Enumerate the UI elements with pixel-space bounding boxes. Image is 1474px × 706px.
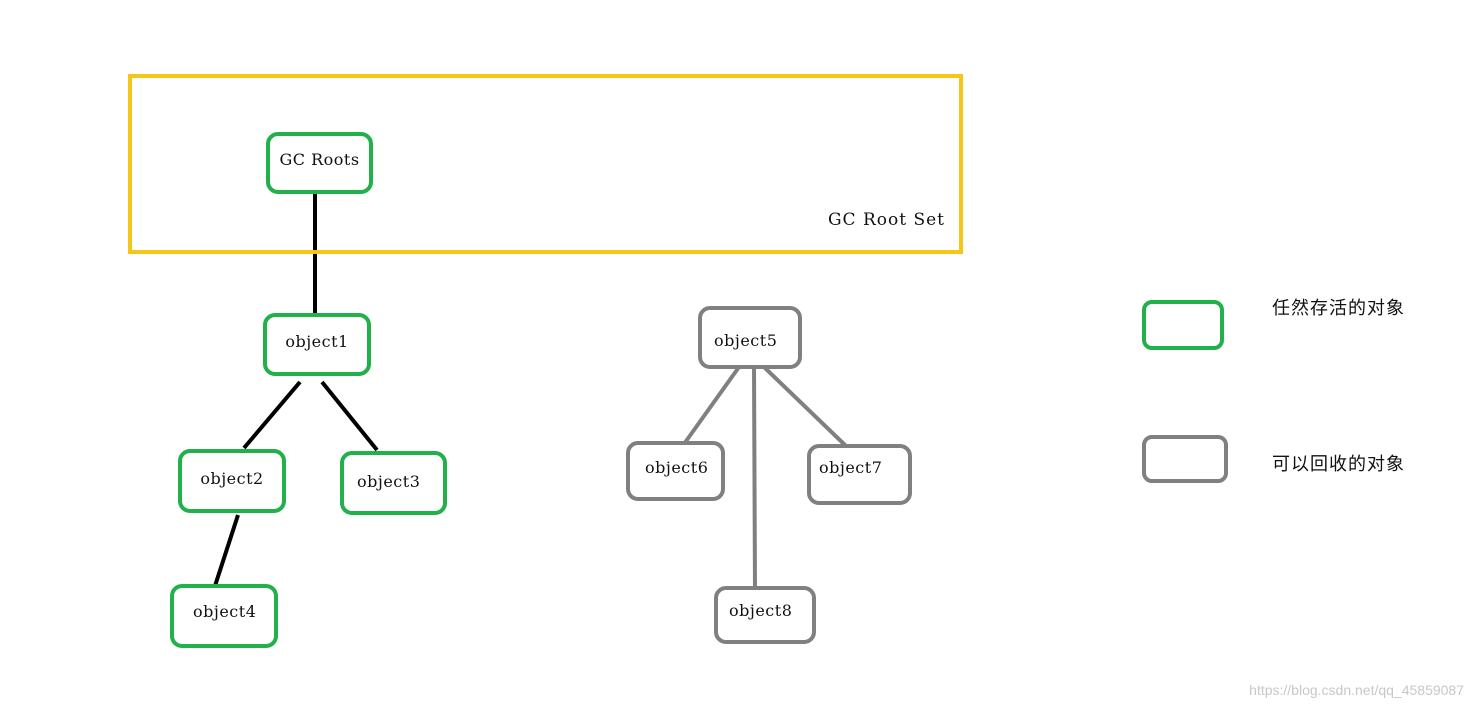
edge-object1-object2 [242,380,302,450]
legend-alive-swatch [1142,300,1224,350]
node-object2-label: object2 [200,468,264,488]
legend-alive-label: 任然存活的对象 [1272,298,1405,319]
edge-object5-object6 [682,365,741,446]
node-object6 [626,441,725,501]
node-object7 [807,444,912,505]
node-object3-label: object3 [357,472,421,491]
legend-dead-label: 可以回收的对象 [1272,454,1405,475]
node-object7-label: object7 [819,458,883,477]
node-object3 [340,451,447,515]
edge-object5-object8 [752,366,757,591]
watermark: https://blog.csdn.net/qq_45859087 [1249,682,1464,698]
node-object6-label: object6 [645,458,709,477]
gc-root-set-container: GC Root Set [128,74,963,254]
node-gc-roots-label: GC Roots [279,149,360,169]
node-object4 [170,584,278,648]
node-object8 [714,586,816,644]
edge-object2-object4 [211,514,240,593]
node-object5-label: object5 [714,331,778,350]
legend-dead-swatch [1142,435,1228,483]
edge-object5-object7 [762,365,848,448]
node-gc-roots: GC Roots [266,132,373,194]
node-object1: object1 [263,313,371,376]
edge-object1-object3 [320,380,379,452]
gc-root-set-label: GC Root Set [827,210,945,230]
node-object8-label: object8 [729,601,793,620]
node-object2: object2 [178,449,286,513]
node-object4-label: object4 [193,602,257,621]
node-object1-label: object1 [285,332,349,351]
node-object5 [698,306,802,369]
